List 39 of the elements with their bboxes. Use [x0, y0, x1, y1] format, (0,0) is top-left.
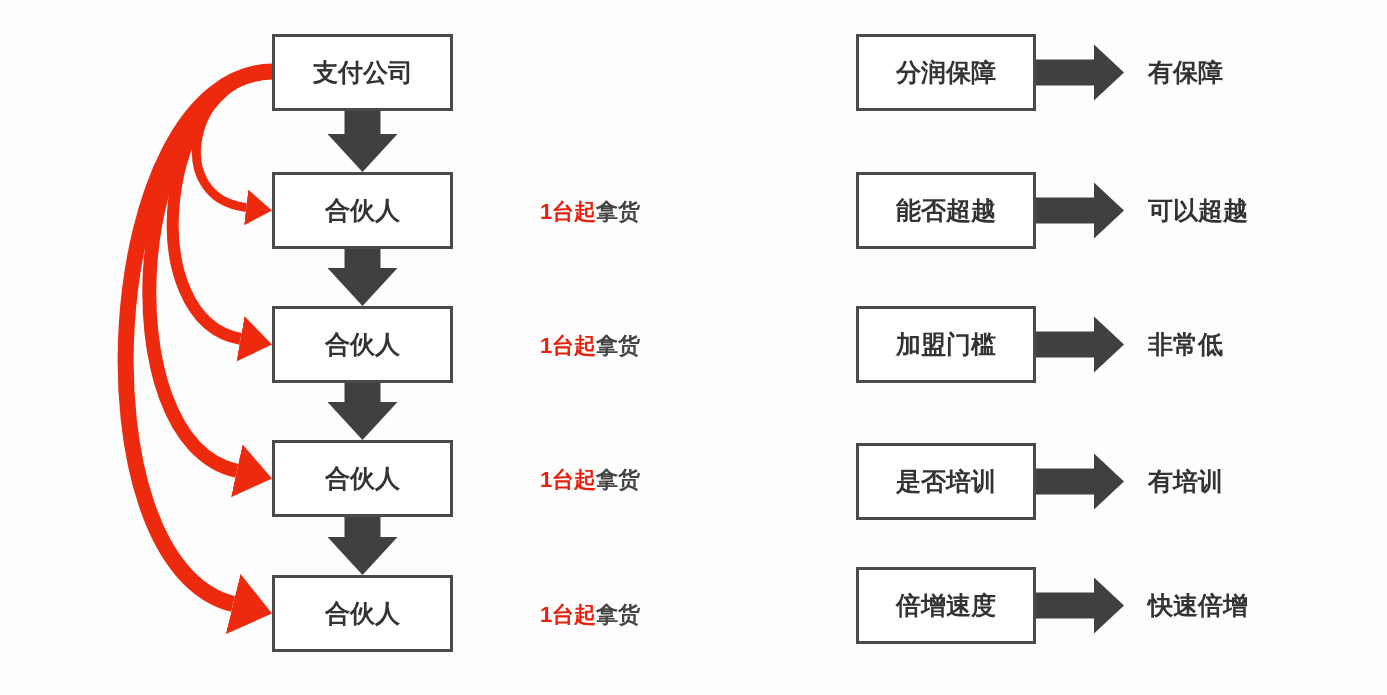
process-box: [856, 443, 1036, 520]
process-box: [856, 306, 1036, 383]
box-label: 倍增速度: [896, 590, 996, 621]
result-text: 非常低: [1148, 329, 1223, 360]
block-arrow: [327, 517, 398, 575]
process-box: [856, 34, 1036, 111]
process-box: [856, 172, 1036, 249]
box-label: 是否培训: [896, 466, 996, 497]
process-box: [272, 575, 453, 652]
box-label: 加盟门槛: [896, 329, 996, 360]
block-arrow: [1036, 453, 1124, 510]
block-arrow: [1036, 577, 1124, 634]
result-text: 有培训: [1148, 466, 1223, 497]
block-arrow: [327, 111, 398, 172]
box-label: 能否超越: [896, 195, 996, 226]
process-box: [856, 567, 1036, 644]
box-label: 分润保障: [896, 57, 996, 88]
box-label: 合伙人: [325, 329, 400, 360]
process-box: [272, 34, 453, 111]
pickup-note: 1台起拿货: [540, 465, 641, 494]
result-text: 有保障: [1148, 57, 1223, 88]
pickup-note: 1台起拿货: [540, 331, 641, 360]
box-label: 合伙人: [325, 598, 400, 629]
block-arrow: [1036, 316, 1124, 373]
box-label: 合伙人: [325, 195, 400, 226]
box-label: 支付公司: [312, 57, 413, 88]
block-arrow: [1036, 182, 1124, 239]
pickup-note: 1台起拿货: [540, 600, 641, 629]
process-box: [272, 172, 453, 249]
result-text: 可以超越: [1148, 195, 1248, 226]
block-arrow: [327, 249, 398, 306]
process-box: [272, 306, 453, 383]
process-box: [272, 440, 453, 517]
result-text: 快速倍增: [1148, 590, 1248, 621]
curved-arrow: [118, 63, 274, 632]
pickup-note: 1台起拿货: [540, 197, 641, 226]
block-arrow: [327, 383, 398, 440]
block-arrow: [1036, 44, 1124, 101]
box-label: 合伙人: [325, 463, 400, 494]
